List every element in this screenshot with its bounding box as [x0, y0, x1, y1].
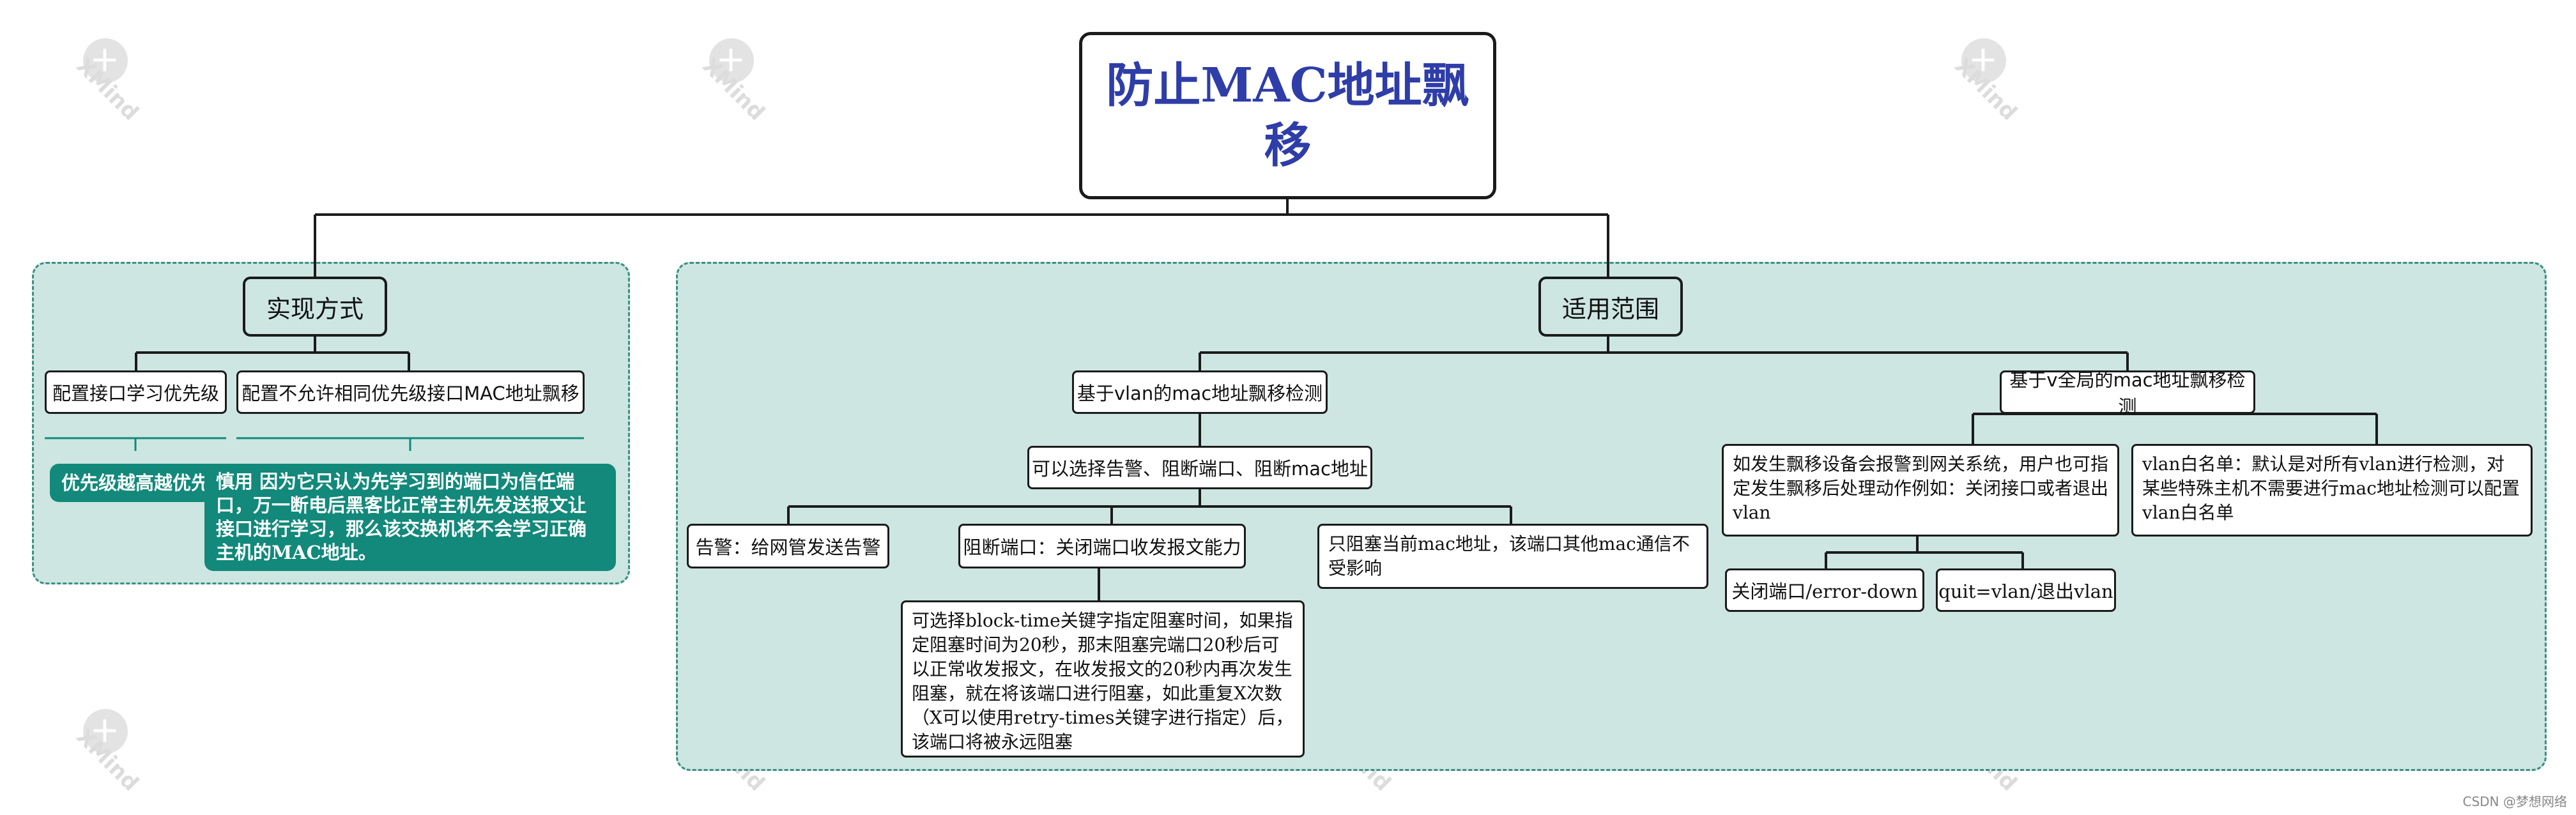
topic-options[interactable]: 可以选择告警、阻断端口、阻断mac地址 — [1027, 446, 1372, 489]
root-topic[interactable]: 防止MAC地址飘移 — [1079, 32, 1496, 199]
note-text: 慎用 因为它只认为先学习到的端口为信任端口，万一断电后黑客比正常主机先发送报文让… — [216, 471, 587, 563]
topic-label: 只阻塞当前mac地址，该端口其他mac通信不受影响 — [1328, 533, 1690, 579]
topic-quit-vlan[interactable]: quit=vlan/退出vlan — [1936, 568, 2116, 612]
topic-label: 告警：给网管发送告警 — [695, 537, 881, 558]
branch-implementation[interactable]: 实现方式 — [243, 277, 387, 337]
note-text: 优先级越高越优先 — [61, 472, 210, 494]
topic-label: vlan白名单：默认是对所有vlan进行检测，对某些特殊主机不需要进行mac地址… — [2142, 453, 2520, 523]
topic-label: 可以选择告警、阻断端口、阻断mac地址 — [1032, 458, 1368, 480]
branch-title: 适用范围 — [1561, 294, 1659, 323]
topic-label: 阻断端口：关闭端口收发报文能力 — [963, 537, 1241, 558]
topic-config-priority[interactable]: 配置接口学习优先级 — [45, 370, 227, 414]
topic-label: 配置不允许相同优先级接口MAC地址飘移 — [241, 383, 579, 404]
topic-label: 基于vlan的mac地址飘移检测 — [1077, 383, 1323, 404]
topic-error-down[interactable]: 关闭端口/error-down — [1725, 568, 1924, 612]
topic-block-detail[interactable]: 可选择block-time关键字指定阻塞时间，如果指定阻塞时间为20秒，那末阻塞… — [901, 600, 1305, 758]
branch-title: 实现方式 — [266, 294, 364, 323]
footer-credit: CSDN @梦想网络 — [2462, 794, 2567, 809]
topic-config-no-flap[interactable]: 配置不允许相同优先级接口MAC地址飘移 — [236, 370, 585, 414]
topic-label: 如发生飘移设备会报警到网关系统，用户也可指定发生飘移后处理动作例如：关闭接口或者… — [1733, 453, 2109, 523]
topic-vlan-detection[interactable]: 基于vlan的mac地址飘移检测 — [1072, 370, 1328, 414]
branch-scope[interactable]: 适用范围 — [1538, 277, 1683, 337]
topic-block-port[interactable]: 阻断端口：关闭端口收发报文能力 — [958, 524, 1246, 568]
root-title: 防止MAC地址飘移 — [1106, 58, 1469, 173]
topic-label: 基于v全局的mac地址飘移检测 — [2009, 369, 2246, 418]
topic-global-detection[interactable]: 基于v全局的mac地址飘移检测 — [2000, 369, 2255, 418]
topic-label: 关闭端口/error-down — [1731, 581, 1918, 602]
note-caution[interactable]: 慎用 因为它只认为先学习到的端口为信任端口，万一断电后黑客比正常主机先发送报文让… — [204, 464, 616, 571]
topic-alarm[interactable]: 告警：给网管发送告警 — [687, 524, 889, 568]
topic-whitelist[interactable]: vlan白名单：默认是对所有vlan进行检测，对某些特殊主机不需要进行mac地址… — [2131, 444, 2533, 537]
topic-report[interactable]: 如发生飘移设备会报警到网关系统，用户也可指定发生飘移后处理动作例如：关闭接口或者… — [1722, 444, 2119, 537]
topic-label: quit=vlan/退出vlan — [1938, 581, 2113, 602]
topic-label: 可选择block-time关键字指定阻塞时间，如果指定阻塞时间为20秒，那末阻塞… — [912, 610, 1294, 752]
topic-label: 配置接口学习优先级 — [52, 383, 219, 404]
topic-block-mac[interactable]: 只阻塞当前mac地址，该端口其他mac通信不受影响 — [1317, 524, 1708, 589]
